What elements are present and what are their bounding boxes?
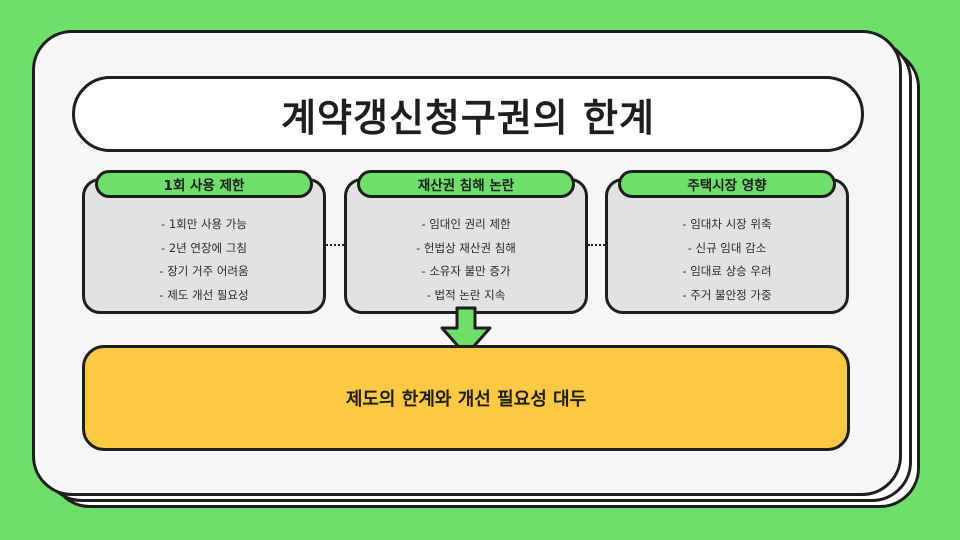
tag-one-time-use: 1회 사용 제한 [95,170,313,198]
list-item: - 장기 거주 어려움 [159,264,249,278]
tag-label: 1회 사용 제한 [163,178,245,194]
list-item: - 법적 논란 지속 [426,287,506,302]
limit-box-housing-market: - 임대차 시장 위축 - 신규 임대 감소 - 임대료 상승 우려 - 주거 … [605,178,849,314]
list-item: - 임대차 시장 위축 [682,217,772,231]
tag-label: 재산권 침해 논란 [417,178,515,194]
dotted-connector [588,244,605,246]
list-item: - 2년 연장에 그침 [161,240,247,255]
tag-housing-market: 주택시장 영향 [618,170,836,198]
conclusion-text: 제도의 한계와 개선 필요성 대두 [345,389,587,410]
list-item: - 주거 불안정 가중 [682,287,772,302]
list-item: - 임대인 권리 제한 [421,217,511,231]
list-item: - 1회만 사용 가능 [161,217,247,231]
list-item: - 임대료 상승 우려 [682,264,772,278]
limit-box-list: - 임대인 권리 제한 - 헌법상 재산권 침해 - 소유자 불만 증가 - 법… [347,213,585,307]
list-item: - 헌법상 재산권 침해 [416,240,516,255]
dotted-connector [326,244,344,246]
page-title: 계약갱신청구권의 한계 [281,95,655,140]
list-item: - 소유자 불만 증가 [421,264,511,278]
title-banner: 계약갱신청구권의 한계 [72,76,864,152]
down-arrow-icon [440,306,492,357]
tag-property-rights: 재산권 침해 논란 [357,170,575,198]
limit-box-list: - 임대차 시장 위축 - 신규 임대 감소 - 임대료 상승 우려 - 주거 … [608,213,846,307]
limit-box-list: - 1회만 사용 가능 - 2년 연장에 그침 - 장기 거주 어려움 - 제도… [85,213,323,307]
list-item: - 신규 임대 감소 [687,240,767,255]
tag-label: 주택시장 영향 [687,178,767,194]
list-item: - 제도 개선 필요성 [159,287,249,302]
conclusion-box: 제도의 한계와 개선 필요성 대두 [82,345,850,451]
limit-box-property-rights: - 임대인 권리 제한 - 헌법상 재산권 침해 - 소유자 불만 증가 - 법… [344,178,588,314]
limit-box-one-time-use: - 1회만 사용 가능 - 2년 연장에 그침 - 장기 거주 어려움 - 제도… [82,178,326,314]
